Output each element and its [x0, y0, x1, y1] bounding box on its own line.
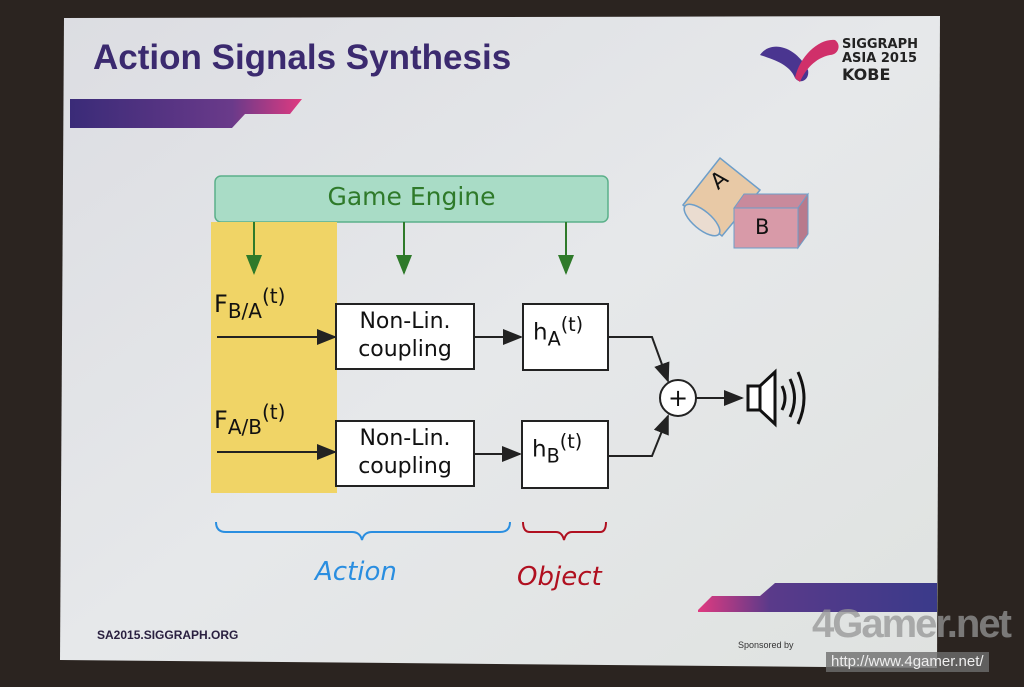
filter-sup: (t) [560, 313, 584, 336]
filter-sup: (t) [559, 430, 583, 453]
filter-arrow-a [608, 336, 670, 383]
logo-line-3: KOBE [842, 65, 891, 84]
force-base: F [214, 290, 228, 318]
game-engine-box [214, 175, 609, 223]
footer-banner [698, 583, 937, 612]
filter-sub: B [546, 444, 560, 468]
game-engine-label: Game Engine [327, 182, 496, 211]
filter-label-b: hB(t) [532, 430, 582, 467]
coupling-line2: coupling [358, 454, 452, 479]
filter-arrow-b [608, 414, 669, 457]
filter-base: h [533, 319, 548, 346]
object-a-cylinder [681, 156, 762, 238]
coupling-line1: Non-Lin. [359, 309, 451, 334]
filter-base: h [532, 436, 547, 463]
coupling-label-1: Non-Lin. coupling [336, 308, 474, 364]
object-brace [522, 521, 607, 541]
slide-title: Action Signals Synthesis [93, 38, 512, 77]
filter-box-b [521, 420, 609, 489]
force-label-ab: FA/B(t) [214, 400, 285, 439]
object-label: Object [517, 562, 602, 592]
logo-line-1: SIGGRAPH [842, 37, 919, 52]
speaker-icon [746, 368, 806, 428]
sponsored-text: Sponsored by [738, 640, 794, 650]
title-banner [70, 99, 302, 128]
object-b-box [733, 192, 809, 250]
coupling-line2: coupling [358, 337, 452, 362]
force-sup: (t) [261, 400, 286, 424]
coupling-box-1 [335, 303, 475, 370]
siggraph-logo-mark [760, 39, 839, 82]
filter-box-a [522, 303, 609, 371]
watermark-url: http://www.4gamer.net/ [826, 652, 989, 672]
filter-sub: A [547, 327, 561, 351]
watermark-logo: 4Gamer.net [812, 602, 1012, 646]
logo-line-2: ASIA 2015 [842, 51, 918, 66]
sum-label: + [667, 384, 689, 412]
coupling-line1: Non-Lin. [359, 426, 451, 451]
action-brace [215, 521, 511, 541]
force-sub: B/A [227, 298, 262, 323]
action-highlight [211, 222, 337, 493]
engine-arrows [246, 222, 574, 275]
force-sub: A/B [227, 414, 262, 439]
force-label-ba: FB/A(t) [214, 284, 285, 323]
siggraph-logo-text: SIGGRAPH ASIA 2015 KOBE [842, 38, 918, 84]
coupling-label-2: Non-Lin. coupling [336, 425, 474, 481]
filter-label-a: hA(t) [533, 313, 583, 350]
object-b-label: B [755, 215, 770, 239]
force-base: F [214, 406, 228, 434]
footer-url: SA2015.SIGGRAPH.ORG [97, 628, 239, 642]
action-label: Action [315, 557, 397, 587]
force-sup: (t) [261, 284, 286, 308]
